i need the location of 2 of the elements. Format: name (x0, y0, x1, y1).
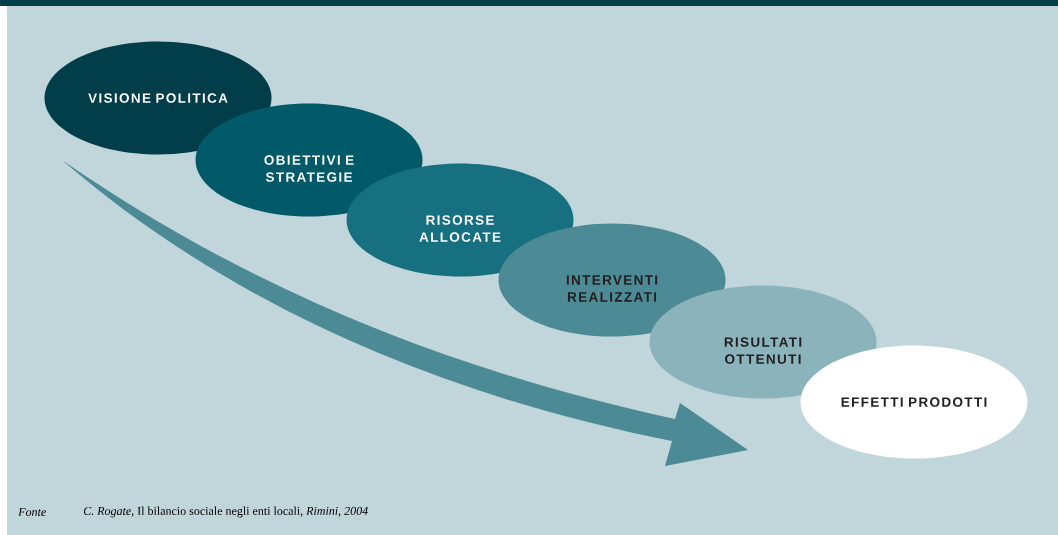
source-caption: C. Rogate, Il bilancio sociale negli enti locali, Rimini, 2004 (83, 506, 368, 518)
source-label: Fonte (18, 508, 46, 516)
